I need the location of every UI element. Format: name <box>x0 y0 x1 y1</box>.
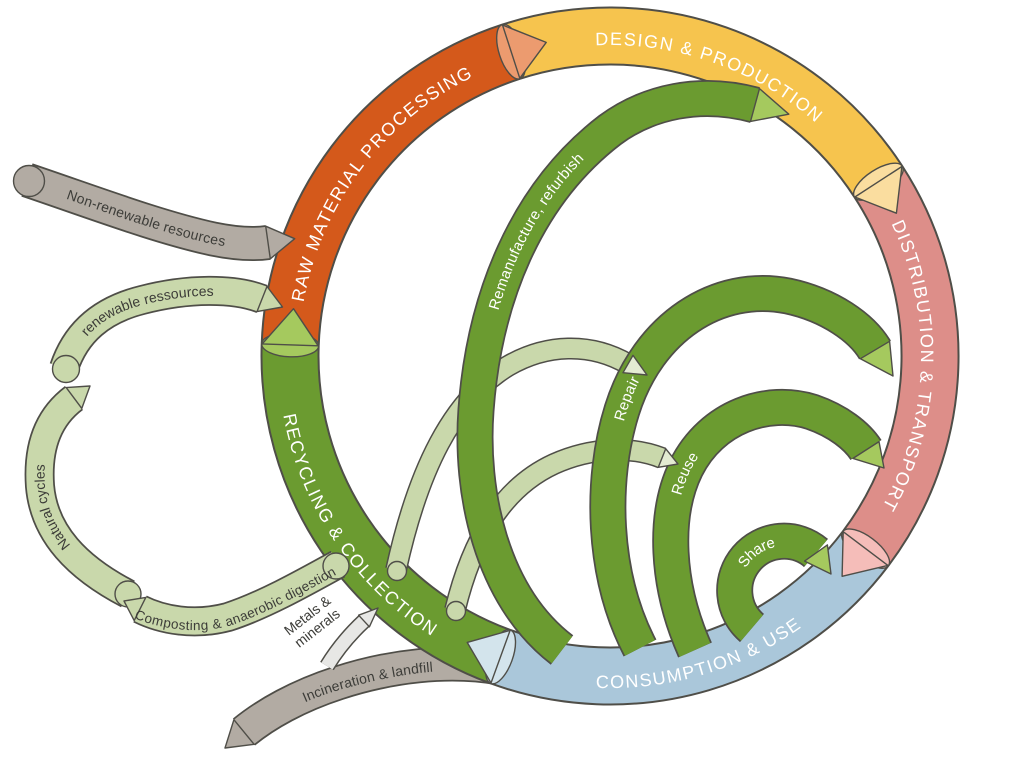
remanufacture-arrowhead-icon <box>749 87 790 123</box>
incineration-arrowhead-icon <box>224 719 255 749</box>
recycled-material-arcs <box>386 348 663 622</box>
recycled-arc1-start-cap <box>386 560 408 582</box>
ring-junction-arrows <box>261 23 904 685</box>
raw-to-design-arrow-icon <box>501 24 547 80</box>
renewable-band <box>64 291 262 368</box>
natural-cycles-arrowhead-icon <box>65 385 91 410</box>
design-to-distribution-arrow-icon <box>854 165 903 214</box>
natural-cycles-band <box>40 398 128 594</box>
recycling-to-raw-arrow-icon <box>261 308 319 347</box>
non-renewable-resources-flow <box>12 164 296 260</box>
inner-loops <box>475 87 894 650</box>
non-renewable-start-cap <box>12 164 46 198</box>
non-renewable-band <box>27 180 268 243</box>
consumption-to-recycling-arrow-icon <box>466 629 511 684</box>
repair-arrowhead-icon <box>859 340 894 377</box>
recycled-arc1-arrowhead-icon <box>622 354 648 376</box>
renewable-resources-flow <box>51 285 284 384</box>
natural-cycles-flow <box>40 386 141 607</box>
reuse-arrowhead-icon <box>852 440 885 469</box>
composting-flow <box>123 552 350 622</box>
non-renewable-arrowhead-icon <box>265 225 296 260</box>
renewable-arrowhead-icon <box>256 285 284 313</box>
incineration-landfill-flow <box>224 664 500 749</box>
renewable-start-cap <box>51 354 81 384</box>
share-arrowhead-icon <box>803 544 832 575</box>
recycled-arc2-start-cap <box>445 600 467 622</box>
composting-arrowhead-icon <box>123 596 147 622</box>
metals-arrowhead-icon <box>357 607 379 628</box>
composting-band <box>140 564 338 621</box>
distribution-to-consumption-arrow-icon <box>841 531 889 577</box>
composting-start-cap <box>322 552 350 580</box>
incineration-band <box>244 664 500 732</box>
small-arrowheads <box>357 354 679 628</box>
recycled-arc2-arrowhead-icon <box>657 448 679 468</box>
